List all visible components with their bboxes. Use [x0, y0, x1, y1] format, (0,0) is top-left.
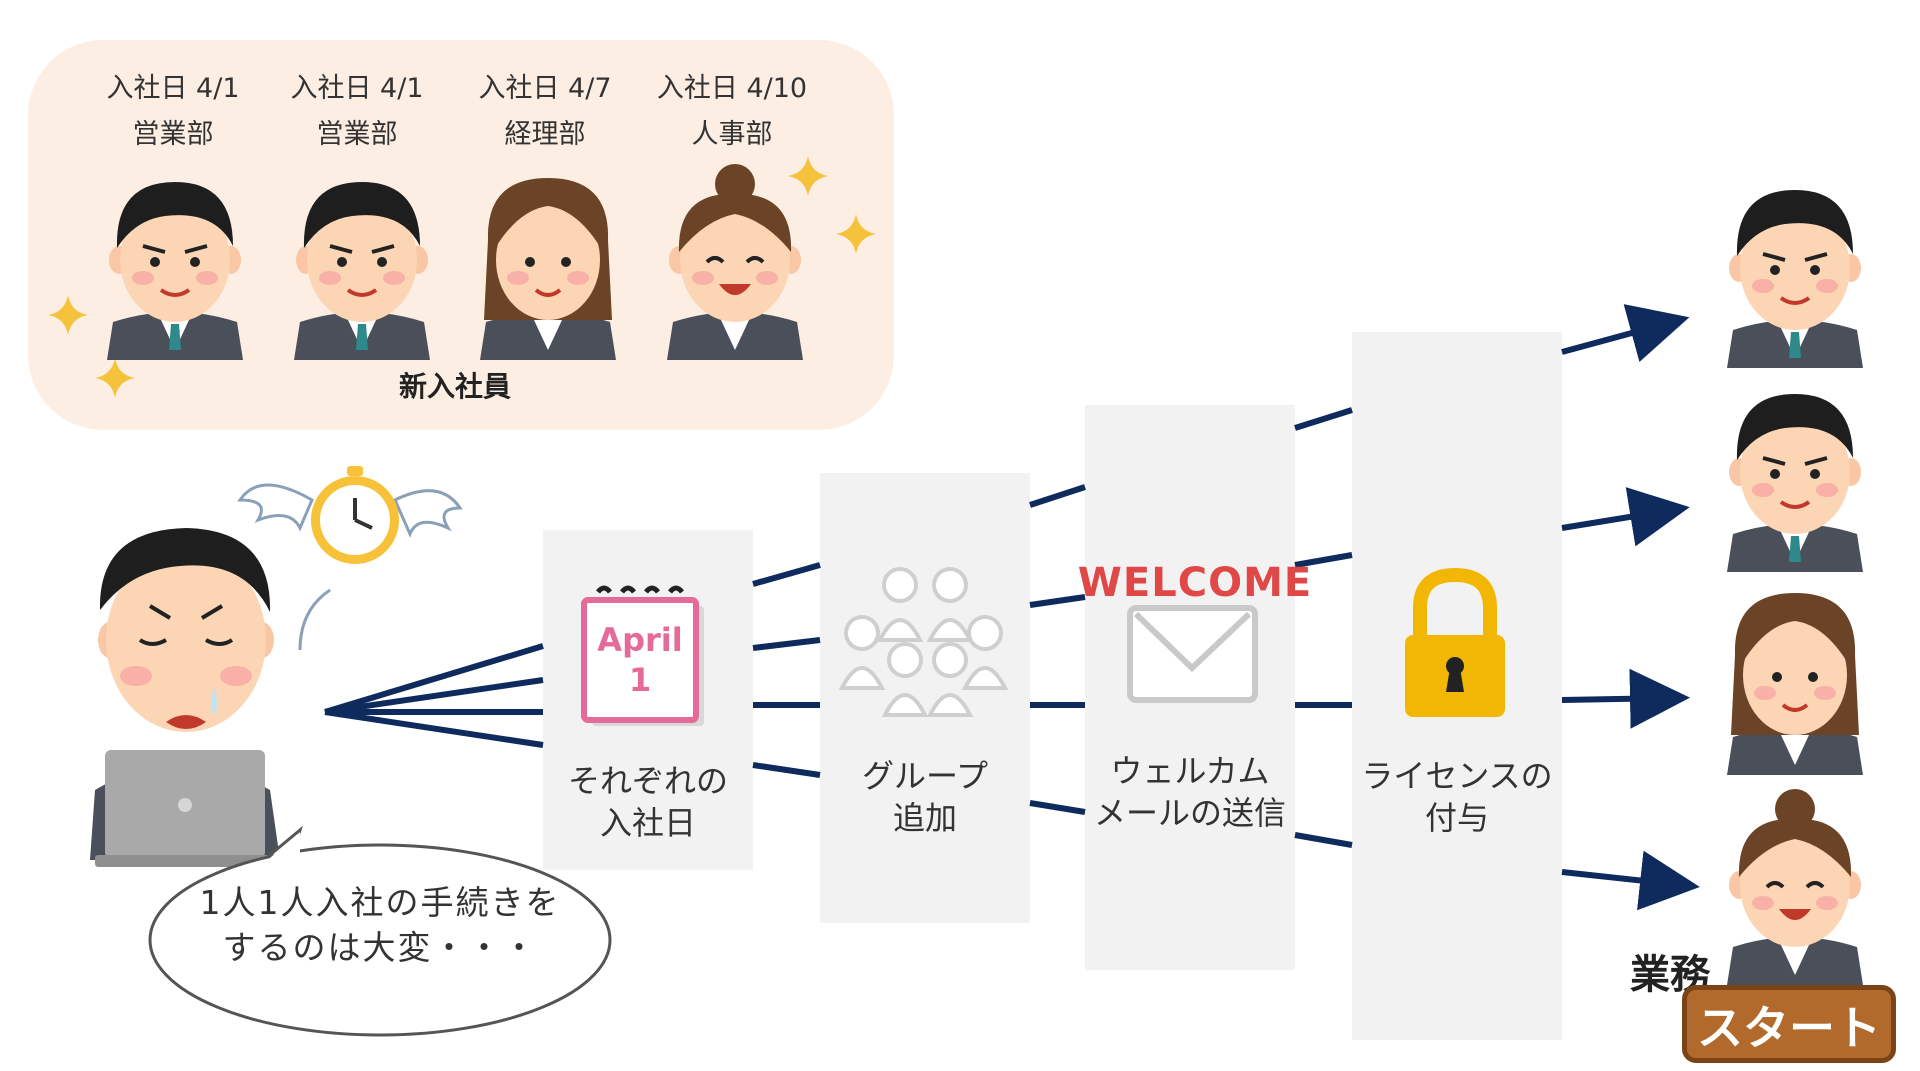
employee-2-label: 入社日 4/1 営業部 — [262, 66, 452, 158]
man-smile-icon — [292, 180, 432, 362]
step-label-line: グループ — [861, 757, 989, 795]
output-arrow — [1561, 850, 1700, 911]
step-label-start-date: それぞれの 入社日 — [543, 760, 753, 844]
speech-bubble — [148, 825, 612, 1037]
employee-start-date: 入社日 4/7 — [478, 73, 612, 104]
step-label-line: 付与 — [1424, 799, 1489, 837]
calendar-month: April — [597, 621, 683, 659]
employee-department: 経理部 — [504, 119, 586, 150]
flow-line — [1294, 552, 1353, 568]
output-arrow — [1561, 668, 1690, 729]
flow-line — [1294, 832, 1353, 848]
calendar-day: 1 — [628, 661, 652, 699]
step-label-line: ライセンスの — [1361, 757, 1553, 795]
employee-start-date: 入社日 4/10 — [656, 73, 808, 104]
step-label-line: メールの送信 — [1093, 794, 1286, 832]
calendar-icon — [581, 585, 704, 726]
employee-4-label: 入社日 4/10 人事部 — [637, 66, 827, 158]
employee-1-label: 入社日 4/1 営業部 — [78, 66, 268, 158]
output-arrow — [1561, 304, 1690, 362]
employee-department: 営業部 — [316, 119, 398, 150]
sparkle-icon — [788, 156, 828, 196]
flow-line — [1294, 407, 1353, 431]
employee-start-date: 入社日 4/1 — [106, 73, 240, 104]
sparkle-icon — [48, 295, 88, 335]
sparkle-icon — [836, 214, 876, 254]
speech-line: 1人1人入社の手続きを — [199, 883, 561, 922]
man-smirk-icon — [105, 180, 245, 362]
woman-bun-icon — [1725, 787, 1865, 987]
step-box-group-add — [820, 473, 1030, 923]
employee-start-date: 入社日 4/1 — [290, 73, 424, 104]
employee-3-label: 入社日 4/7 経理部 — [450, 66, 640, 158]
fan-line — [324, 643, 544, 715]
step-label-welcome-mail: ウェルカム メールの送信 — [1085, 750, 1295, 834]
flow-line — [1029, 484, 1086, 508]
new-employees-title: 新入社員 — [398, 370, 511, 403]
step-label-line: ウェルカム — [1110, 752, 1270, 790]
group-icon — [838, 567, 1009, 717]
flying-clock-icon — [237, 466, 463, 651]
flow-line — [1029, 800, 1086, 815]
employee-department: 人事部 — [691, 119, 773, 150]
flow-line — [752, 762, 821, 778]
flow-line — [1029, 594, 1086, 608]
sparkle-icon — [95, 358, 135, 398]
woman-bun-icon — [665, 162, 805, 362]
admin-speech-text: 1人1人入社の手続きを するのは大変・・・ — [180, 880, 580, 970]
speech-line: するのは大変・・・ — [222, 928, 538, 967]
man-smirk-icon — [1725, 188, 1865, 370]
step-label-line: 追加 — [892, 799, 957, 837]
flow-line — [752, 637, 821, 651]
output-arrow — [1561, 487, 1690, 547]
fan-line — [324, 709, 544, 748]
welcome-badge: WELCOME — [1077, 560, 1313, 606]
step-label-line: 入社日 — [599, 804, 696, 842]
man-smile-icon — [1725, 392, 1865, 574]
step-label-license: ライセンスの 付与 — [1352, 755, 1562, 839]
woman-long-hair-icon — [478, 176, 618, 362]
padlock-icon — [1405, 567, 1505, 717]
step-label-group-add: グループ 追加 — [820, 755, 1030, 839]
envelope-icon — [1127, 605, 1258, 703]
step-label-line: それぞれの — [567, 762, 728, 800]
worried-admin-with-laptop-icon — [90, 528, 280, 867]
calendar-text: April 1 — [584, 620, 696, 700]
start-badge: スタート — [1682, 985, 1896, 1063]
woman-long-hair-icon — [1725, 591, 1865, 777]
flow-line — [752, 562, 821, 587]
fan-line — [324, 677, 544, 715]
employee-department: 営業部 — [132, 119, 214, 150]
